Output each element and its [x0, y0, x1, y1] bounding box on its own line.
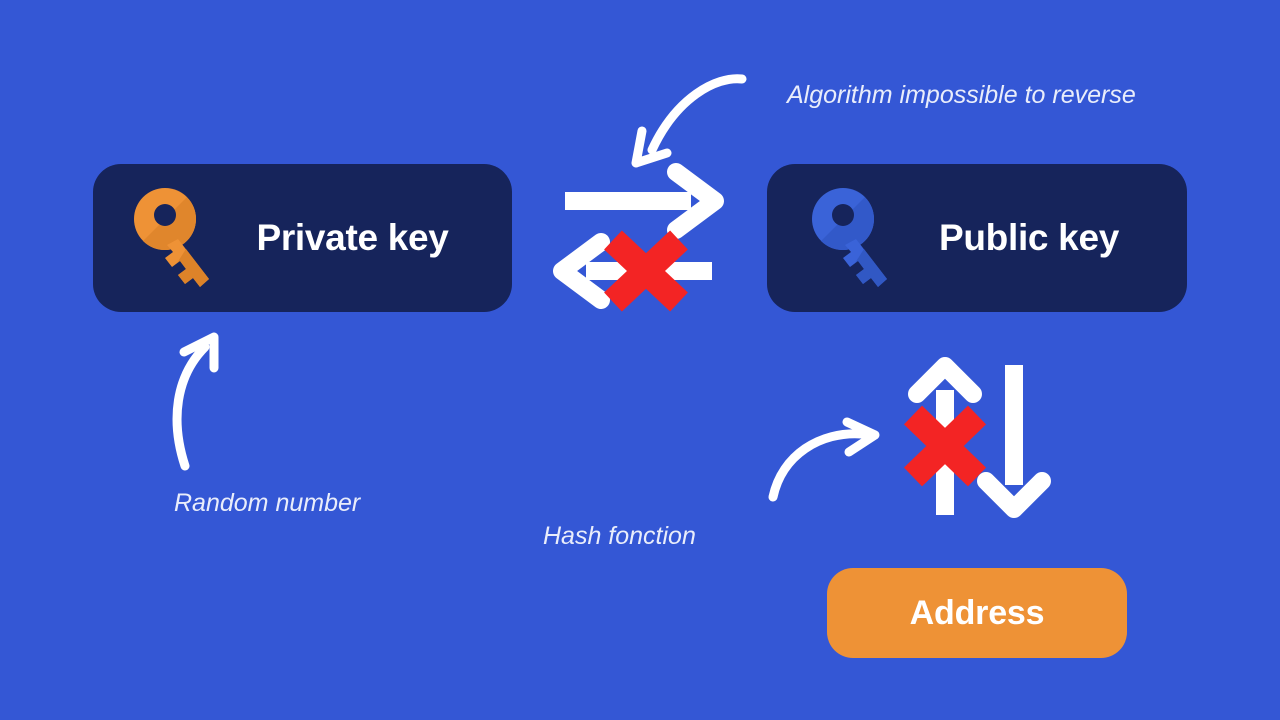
public-key-label: Public key [938, 217, 1120, 258]
curved-arrow-down-left-icon [631, 74, 747, 168]
red-cross-icon [903, 405, 987, 487]
arrow-up-icon [908, 357, 982, 515]
curved-arrow-up-right-icon [768, 417, 880, 502]
curved-arrow-up-icon [172, 332, 219, 471]
key-icon [812, 187, 887, 287]
private-key-label: Private key [256, 217, 449, 258]
private-key-node[interactable]: Private key [93, 164, 512, 312]
public-key-node[interactable]: Public key [767, 164, 1187, 312]
key-icon [134, 187, 209, 287]
caption-hash-fonction: Hash fonction [543, 522, 696, 550]
arrow-left-icon [553, 233, 712, 309]
caption-random-number: Random number [174, 489, 361, 517]
address-node[interactable]: Address [827, 568, 1127, 658]
arrow-right-icon [565, 163, 724, 239]
address-label: Address [909, 593, 1045, 632]
caption-algorithm-impossible-to-reverse: Algorithm impossible to reverse [787, 81, 1136, 109]
arrow-down-icon [977, 365, 1051, 518]
red-cross-icon [604, 230, 688, 312]
